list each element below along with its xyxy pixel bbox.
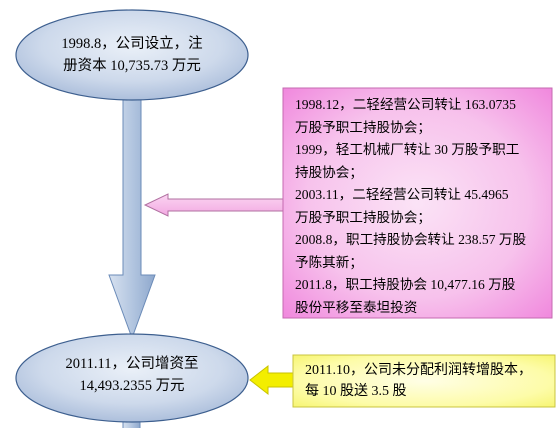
capital-increase-node-line-1: 2011.11，公司增资至 <box>65 356 199 372</box>
transfers-line-2: 万股予职工持股协会； <box>295 119 431 135</box>
transfers-line-5: 2003.11，二轻经营公司转让 45.4965 <box>295 187 509 202</box>
founding-node-shape <box>15 9 249 101</box>
transfers-line-7: 2008.8，职工持股协会转让 238.57 万股 <box>295 232 527 247</box>
bonus-shares-callout-shape <box>292 354 556 408</box>
transfers-callout: 1998.12，二轻经营公司转让 163.0735 万股予职工持股协会； 199… <box>283 88 552 318</box>
capital-increase-node-label: 2011.11，公司增资至 14,493.2355 万元 <box>22 353 242 397</box>
transfers-line-3: 1999，轻工机械厂转让 30 万股予职工 <box>295 142 520 157</box>
transfers-arrow <box>143 193 284 217</box>
transfers-line-9: 2011.8，职工持股协会 10,477.16 万股 <box>295 277 516 292</box>
founding-node-label: 1998.8，公司设立，注 册资本 10,735.73 万元 <box>22 33 242 77</box>
capital-increase-node-shape <box>15 333 249 423</box>
transfers-line-4: 持股协会； <box>295 164 363 180</box>
founding-node-line-1: 1998.8，公司设立，注 <box>61 36 203 52</box>
transfers-line-1: 1998.12，二轻经营公司转让 163.0735 <box>295 97 516 112</box>
bonus-shares-callout: 2011.10，公司未分配利润转增股本， 每 10 股送 3.5 股 <box>293 355 555 407</box>
transfers-line-6: 万股予职工持股协会； <box>295 209 431 225</box>
bonus-shares-arrow <box>249 364 294 396</box>
transfers-line-8: 予陈其新； <box>295 254 363 270</box>
bonus-shares-line-2: 每 10 股送 3.5 股 <box>305 384 407 399</box>
bonus-shares-line-1: 2011.10，公司未分配利润转增股本， <box>305 363 532 378</box>
founding-node-line-2: 册资本 10,735.73 万元 <box>63 58 201 74</box>
transfers-callout-shape <box>282 87 553 319</box>
down-arrow <box>108 99 156 340</box>
capital-increase-node-line-2: 14,493.2355 万元 <box>79 378 185 394</box>
transfers-line-10: 股份平移至泰坦投资 <box>295 299 418 315</box>
